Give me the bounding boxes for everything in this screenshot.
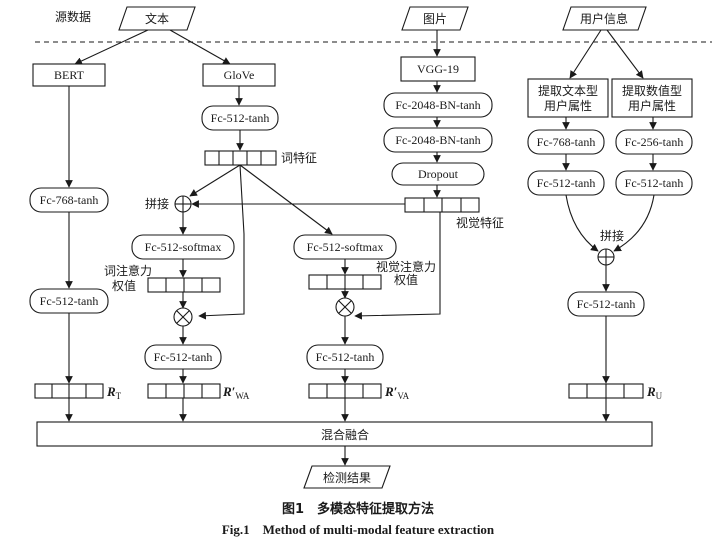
vis-attn-vector bbox=[308, 274, 382, 290]
visual-feature-vector bbox=[404, 197, 480, 213]
source-data-label: 源数据 bbox=[55, 9, 91, 24]
result-label: 检测结果 bbox=[323, 470, 371, 485]
ru-label: RU bbox=[646, 384, 663, 401]
rt-label: RT bbox=[106, 384, 122, 401]
concat-right-node bbox=[597, 248, 615, 266]
fusion-label: 混合融合 bbox=[321, 427, 369, 442]
fc768-user-label: Fc-768-tanh bbox=[537, 135, 596, 149]
num-attr-label-1: 提取数值型 bbox=[622, 83, 682, 98]
vgg-label: VGG-19 bbox=[417, 62, 459, 76]
concat-right-label: 拼接 bbox=[600, 228, 624, 243]
arrow-wordfeat-softmax-mid bbox=[239, 164, 333, 235]
arrow-wordfeat-concat bbox=[189, 164, 241, 197]
word-feature-label: 词特征 bbox=[281, 150, 317, 165]
fc256-user-label: Fc-256-tanh bbox=[625, 135, 684, 149]
fc256-user-box bbox=[615, 129, 693, 155]
fc2048-2-box bbox=[383, 127, 493, 153]
arrow-text-glove bbox=[169, 29, 231, 65]
vis-attn-label-1: 视觉注意力 bbox=[376, 259, 436, 274]
softmax-mid-label: Fc-512-softmax bbox=[307, 240, 384, 254]
arrow-user-numattr bbox=[606, 29, 644, 79]
image-input-node bbox=[401, 6, 469, 31]
arrow-text-bert bbox=[74, 29, 149, 65]
rt-vector bbox=[34, 383, 104, 399]
dropout-box bbox=[391, 162, 485, 186]
result-node bbox=[303, 465, 391, 489]
word-attn-label-2: 权值 bbox=[112, 278, 136, 293]
concat-left-node bbox=[174, 195, 192, 213]
fc512-user-b-label: Fc-512-tanh bbox=[625, 176, 684, 190]
caption-en: Fig.1 Method of multi-modal feature extr… bbox=[222, 522, 495, 537]
text-input-label: 文本 bbox=[145, 11, 169, 26]
text-input-node bbox=[118, 6, 196, 31]
fc2048-1-label: Fc-2048-BN-tanh bbox=[395, 98, 480, 112]
fc768-bert-label: Fc-768-tanh bbox=[40, 193, 99, 207]
multiply-left-node bbox=[173, 307, 193, 327]
rva-vector bbox=[308, 383, 382, 399]
fc512-user-a-label: Fc-512-tanh bbox=[537, 176, 596, 190]
text-attr-label-2: 用户属性 bbox=[544, 98, 592, 113]
softmax-left-label: Fc-512-softmax bbox=[145, 240, 222, 254]
fc512-bert-label: Fc-512-tanh bbox=[40, 294, 99, 308]
text-attr-label-1: 提取文本型 bbox=[538, 83, 598, 98]
glove-label: GloVe bbox=[224, 68, 255, 82]
ru-vector bbox=[568, 383, 644, 399]
arrow-visfeat-multiply-mid bbox=[354, 212, 441, 320]
caption-zh: 图1 多模态特征提取方法 bbox=[282, 501, 434, 517]
word-feature-vector bbox=[204, 150, 277, 166]
multiply-mid-node bbox=[335, 297, 355, 317]
vgg-box bbox=[400, 56, 476, 82]
fc512-user-c-label: Fc-512-tanh bbox=[577, 297, 636, 311]
dropout-label: Dropout bbox=[418, 167, 459, 181]
num-attr-label-2: 用户属性 bbox=[628, 98, 676, 113]
rwa-label: R′WA bbox=[222, 384, 250, 401]
word-attn-vector bbox=[147, 277, 221, 293]
fc512-left-label: Fc-512-tanh bbox=[154, 350, 213, 364]
fc512-mid-label: Fc-512-tanh bbox=[316, 350, 375, 364]
rwa-vector bbox=[147, 383, 221, 399]
arrow-user-textattr bbox=[569, 29, 602, 79]
image-input-label: 图片 bbox=[423, 12, 447, 26]
fc2048-2-label: Fc-2048-BN-tanh bbox=[395, 133, 480, 147]
visual-feature-label: 视觉特征 bbox=[456, 215, 504, 230]
fc2048-1-box bbox=[383, 92, 493, 118]
num-attr-box bbox=[611, 78, 693, 118]
concat-left-label: 拼接 bbox=[145, 196, 169, 211]
user-input-node bbox=[562, 6, 647, 31]
word-attn-label-1: 词注意力 bbox=[104, 263, 152, 278]
bert-label: BERT bbox=[54, 68, 85, 82]
vis-attn-label-2: 权值 bbox=[394, 272, 418, 287]
user-input-label: 用户信息 bbox=[580, 11, 628, 26]
rva-label: R′VA bbox=[384, 384, 410, 401]
arrow-user-a-concat bbox=[565, 194, 599, 252]
text-attr-box bbox=[527, 78, 609, 118]
arrow-user-b-concat bbox=[613, 194, 655, 252]
fc512-glove-label: Fc-512-tanh bbox=[211, 111, 270, 125]
arrow-wordfeat-multiply-left bbox=[198, 164, 245, 320]
